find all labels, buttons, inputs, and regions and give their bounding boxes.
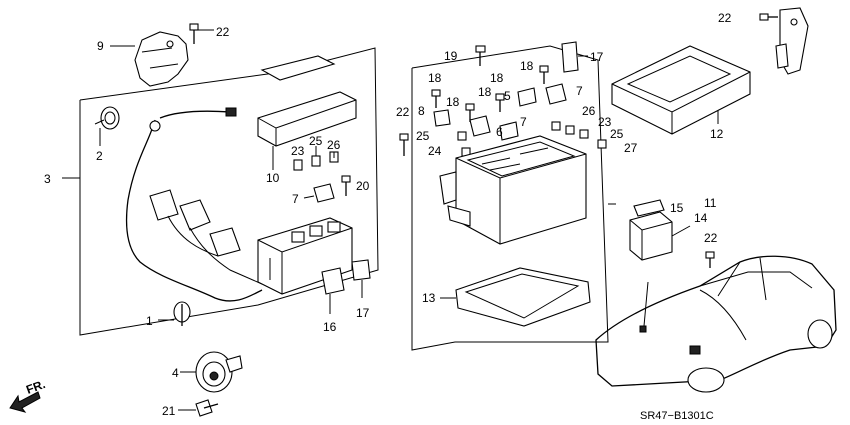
bracket-part-9: [110, 31, 189, 87]
callout-23-right: 23: [598, 115, 612, 129]
callout-24: 24: [428, 144, 442, 158]
callout-7-left: 7: [292, 192, 299, 206]
relays-right: [433, 83, 567, 141]
callout-22-lower: 22: [704, 231, 718, 245]
callout-20: 20: [356, 179, 370, 193]
callout-26-right: 26: [582, 104, 596, 118]
bolt-part-20: [341, 175, 351, 196]
bracket-top-right: [775, 7, 809, 75]
callout-14: 14: [694, 211, 708, 225]
right-assembly-outline: [411, 45, 616, 351]
clip-part-2: [94, 106, 120, 146]
callout-1: 1: [146, 314, 153, 328]
callout-17-left: 17: [356, 306, 370, 320]
callout-18-a: 18: [428, 71, 442, 85]
callout-7-right-a: 7: [576, 84, 583, 98]
callout-18-e: 18: [478, 85, 492, 99]
callout-7-right-b: 7: [520, 115, 527, 129]
callout-25-right-a: 25: [416, 129, 430, 143]
callout-25-right-b: 25: [610, 127, 624, 141]
callout-18-c: 18: [520, 59, 534, 73]
callout-18-b: 18: [490, 71, 504, 85]
callout-9: 9: [97, 39, 104, 53]
bolt-part-21: [178, 399, 219, 417]
callout-labels: 9 22 2 3 10 23 25 26 7 20 1 16 17 4 21 1…: [24, 11, 731, 422]
callout-11: 11: [704, 196, 717, 210]
bolt-part-19: [475, 45, 486, 66]
clip-part-1: [158, 301, 191, 326]
bolt-part-22-right: [759, 13, 778, 21]
horn-part-4: [180, 351, 243, 393]
callout-27: 27: [624, 141, 638, 155]
upper-cover-part-12: [611, 45, 751, 135]
callout-3: 3: [44, 172, 51, 186]
callout-22-top-right: 22: [718, 11, 732, 25]
callout-16: 16: [323, 320, 337, 334]
fuse-box-cover-part-10: [257, 55, 357, 170]
callout-23-left: 23: [291, 144, 305, 158]
bolt-part-22-left: [189, 23, 214, 44]
callout-21: 21: [162, 404, 176, 418]
callout-26-left: 26: [327, 138, 341, 152]
relay-part-17-left: [351, 259, 371, 298]
mini-fuses-left: [293, 146, 339, 171]
control-module-part-14: [629, 199, 691, 261]
callout-22-mid: 22: [396, 105, 410, 119]
relay-part-17-right: [561, 41, 588, 73]
callout-6: 6: [496, 125, 503, 139]
relay-part-7-left: [303, 183, 335, 203]
callout-13: 13: [422, 291, 436, 305]
callout-25-left: 25: [309, 134, 323, 148]
callout-19: 19: [444, 49, 458, 63]
callout-10: 10: [266, 171, 280, 185]
callout-2: 2: [96, 149, 103, 163]
front-arrow-label: FR.: [24, 377, 47, 397]
callout-5: 5: [504, 89, 511, 103]
callout-12: 12: [710, 127, 724, 141]
diagram-code: SR47−B1301C: [640, 410, 714, 422]
callout-8: 8: [418, 104, 425, 118]
front-direction-arrow: [9, 391, 41, 413]
main-fuse-box: [439, 135, 587, 245]
callout-22-top-left: 22: [216, 25, 230, 39]
bolt-part-22-lower: [705, 251, 715, 268]
callout-15: 15: [670, 201, 684, 215]
bolt-part-22-mid: [399, 133, 409, 156]
mini-fuses-right: [457, 121, 607, 157]
callout-18-d: 18: [446, 95, 460, 109]
car-silhouette: [595, 255, 837, 393]
lower-tray-part-13: [440, 267, 591, 327]
wire-harness: [125, 107, 263, 302]
relay-part-16: [321, 267, 345, 314]
callout-4: 4: [172, 366, 179, 380]
callout-17-right: 17: [590, 50, 604, 64]
